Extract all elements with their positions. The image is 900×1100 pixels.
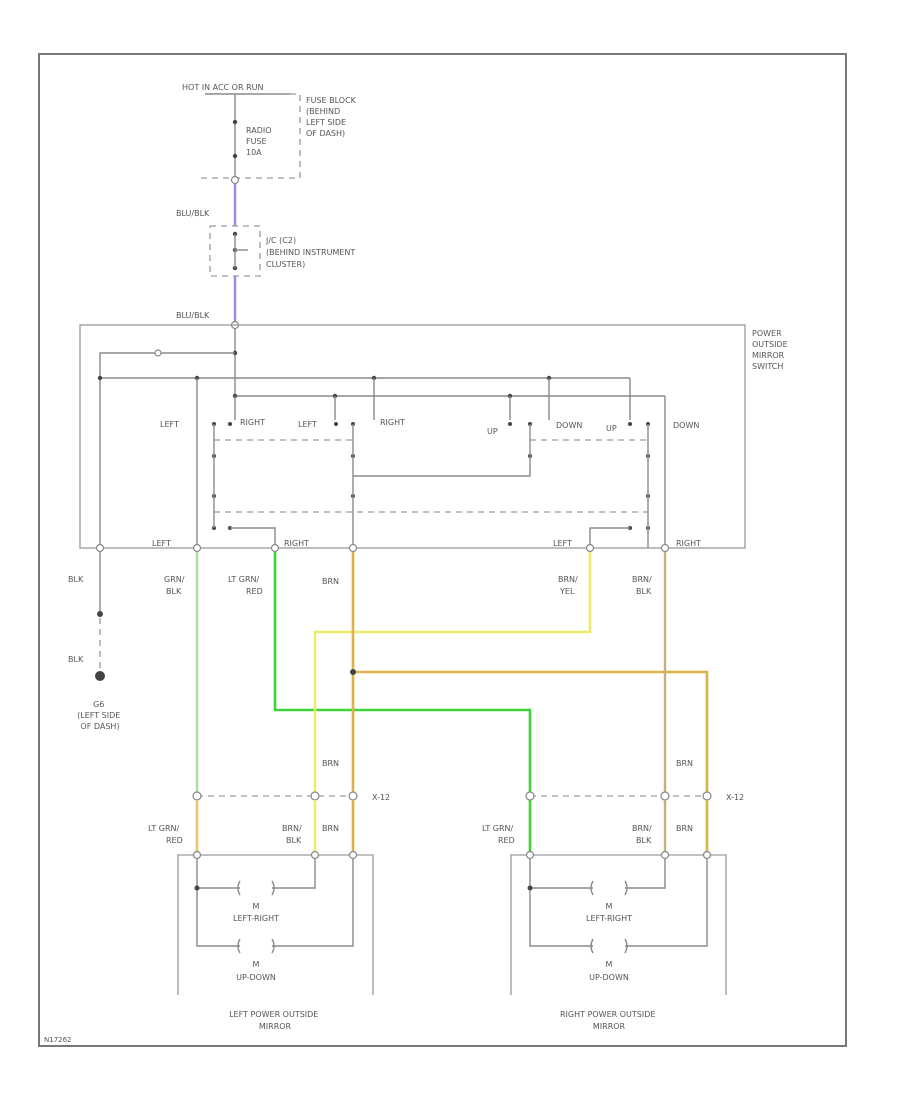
- right-mirror-box: [510, 854, 727, 995]
- sw-link-4: [353, 424, 531, 477]
- label-brn-3: BRN: [676, 759, 693, 768]
- out-right-1: RIGHT: [284, 539, 309, 548]
- right-ud-motor-icon: [590, 938, 628, 954]
- left-lr-motor-icon: [237, 880, 275, 896]
- label-lower-brnblk-l: BRN/ BLK: [282, 824, 304, 845]
- label-grn-blk-l: GRN/ BLK: [164, 575, 187, 596]
- right-ud-circuit-2: [625, 859, 708, 947]
- contact-up-1: UP: [487, 427, 498, 436]
- fuse-block-label: FUSE BLOCK (BEHIND LEFT SIDE OF DASH): [306, 96, 358, 138]
- label-brn-2: BRN: [322, 759, 339, 768]
- left-ud-circuit-2: [272, 859, 354, 947]
- right-lr-motor-symbol: M: [606, 902, 613, 911]
- label-lower-brnblk-r: BRN/ BLK: [632, 824, 654, 845]
- hot-label: HOT IN ACC OR RUN: [182, 83, 263, 92]
- out-left-2: LEFT: [553, 539, 572, 548]
- out-left-1: LEFT: [152, 539, 171, 548]
- contact-right-2: RIGHT: [380, 418, 405, 427]
- left-lr-motor-symbol: M: [253, 902, 260, 911]
- right-lr-circuit-2: [625, 859, 666, 889]
- sw-link-7: [589, 527, 630, 548]
- connector-terminals: [192, 791, 712, 801]
- left-junction: [194, 885, 200, 891]
- illum-loop: [99, 352, 235, 545]
- contact-right-1: RIGHT: [240, 418, 265, 427]
- label-lower-lgr-l: LT GRN/ RED: [148, 824, 183, 845]
- left-lr-circuit-2: [272, 859, 316, 889]
- wire-brn-yel: [313, 552, 592, 792]
- right-ud-circuit: [529, 888, 593, 947]
- wire-blu-blk-label-1: BLU/BLK: [176, 209, 210, 218]
- label-lower-brn-r: BRN: [676, 824, 693, 833]
- wire-lt-grn-red-right: [273, 552, 532, 792]
- right-lr-circuit: [529, 859, 593, 889]
- left-ud-motor-icon: [237, 938, 275, 954]
- connector-label-left: X-12: [372, 793, 390, 802]
- right-lr-motor-icon: [590, 880, 628, 896]
- sw-link-6: [230, 527, 276, 548]
- contact-left-1: LEFT: [160, 420, 179, 429]
- left-mirror-terminals: [192, 850, 358, 860]
- label-lower-brn-l: BRN: [322, 824, 339, 833]
- connector-label-right: X-12: [726, 793, 744, 802]
- ground-splice: [97, 611, 103, 617]
- figure-id: N17262: [44, 1036, 72, 1044]
- switch-contacts: [212, 422, 650, 530]
- label-brn-1: BRN: [322, 577, 339, 586]
- label-lower-lgr-r: LT GRN/ RED: [482, 824, 516, 845]
- contact-left-2: LEFT: [298, 420, 317, 429]
- diagram-frame: [38, 53, 847, 1047]
- left-mirror-label: LEFT POWER OUTSIDE MIRROR: [229, 1010, 321, 1031]
- left-lr-label: LEFT-RIGHT: [233, 914, 279, 923]
- ground-label: G6 (LEFT SIDE OF DASH): [77, 700, 123, 731]
- fuse-top-node: [232, 119, 238, 125]
- ground-point: [95, 671, 105, 681]
- label-brn-yel: BRN/ YEL: [558, 575, 580, 596]
- left-ud-label: UP-DOWN: [236, 973, 276, 982]
- illum-lamp: [154, 349, 162, 357]
- out-right-2: RIGHT: [676, 539, 701, 548]
- fuse-terminal: [230, 175, 240, 185]
- switch-label: POWER OUTSIDE MIRROR SWITCH: [752, 329, 790, 371]
- left-lr-circuit: [196, 859, 240, 889]
- fuse-block-box: [200, 93, 301, 179]
- left-ud-motor-symbol: M: [253, 960, 260, 969]
- contact-down-1: DOWN: [556, 421, 582, 430]
- fuse-bottom-node: [232, 153, 238, 159]
- wire-blk-label-1: BLK: [68, 575, 84, 584]
- contact-up-2: UP: [606, 424, 617, 433]
- brn-splice: [350, 669, 356, 675]
- wire-blk-label-2: BLK: [68, 655, 84, 664]
- wire-brn-branch: [353, 670, 709, 792]
- right-ud-label: UP-DOWN: [589, 973, 629, 982]
- right-lr-label: LEFT-RIGHT: [586, 914, 632, 923]
- fuse-label: RADIO FUSE 10A: [246, 126, 274, 157]
- left-mirror-box: [177, 854, 374, 995]
- right-junction: [527, 885, 533, 891]
- label-brn-blk-r: BRN/ BLK: [632, 575, 654, 596]
- left-ud-circuit: [196, 888, 240, 947]
- bus-node-1: [97, 375, 103, 381]
- label-lt-grn-red-l: LT GRN/ RED: [228, 575, 263, 596]
- right-mirror-label: RIGHT POWER OUTSIDE MIRROR: [560, 1010, 658, 1031]
- wire-blu-blk-label-2: BLU/BLK: [176, 311, 210, 320]
- jc-label: J/C (C2) (BEHIND INSTRUMENT CLUSTER): [265, 236, 358, 269]
- switch-box: [79, 324, 746, 549]
- right-mirror-terminals: [525, 850, 712, 860]
- switch-output-terminals: [95, 543, 670, 553]
- right-ud-motor-symbol: M: [606, 960, 613, 969]
- contact-down-2: DOWN: [673, 421, 699, 430]
